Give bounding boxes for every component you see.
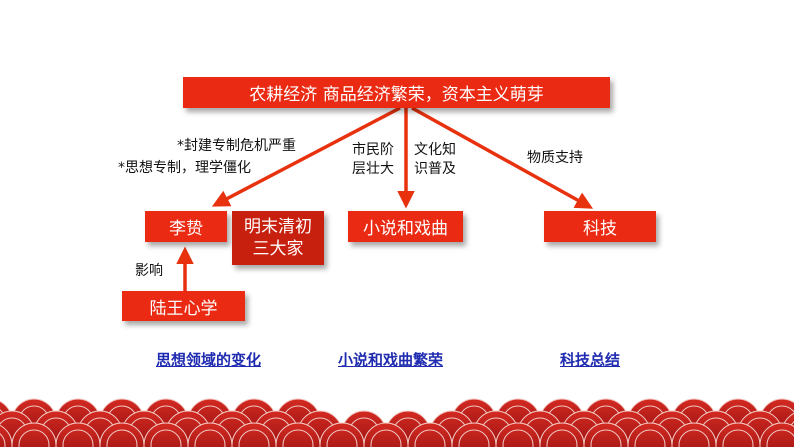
node-lu-wang-label: 陆王心学: [149, 298, 218, 319]
wave-scallop-ring: [590, 429, 622, 447]
label-citizens: 市民阶层壮大: [352, 142, 394, 177]
wave-scallop: [759, 422, 794, 447]
wave-scallop-ring: [18, 429, 50, 447]
wave-scallop-ring: [546, 429, 578, 447]
label-thought-control: *思想专制，理学僵化: [118, 160, 251, 176]
top-box: 农耕经济 商品经济繁荣，资本主义萌芽: [183, 77, 610, 108]
node-ming-qing-label: 明末清初三大家: [244, 217, 312, 259]
wave-scallop-ring: [722, 429, 754, 447]
arrow-to-li-zhi: [211, 106, 401, 207]
wave-scallop-ring: [150, 429, 182, 447]
top-box-label: 农耕经济 商品经济繁荣，资本主义萌芽: [249, 85, 544, 105]
wave-scallop-ring: [0, 433, 6, 447]
node-novel-drama: 小说和戏曲: [348, 211, 463, 242]
node-technology-label: 科技: [583, 219, 617, 239]
wave-scallop-ring: [370, 429, 402, 447]
wave-scallop-ring: [238, 429, 270, 447]
wave-scallop-ring: [634, 429, 666, 447]
wave-scallop-ring: [62, 429, 94, 447]
label-culture: 文化知识普及: [414, 142, 456, 177]
label-influence: 影响: [135, 263, 163, 279]
node-novel-drama-label: 小说和戏曲: [363, 219, 448, 239]
node-technology: 科技: [544, 211, 656, 242]
wave-scallop-ring: [194, 429, 226, 447]
wave-scallop-ring: [106, 429, 138, 447]
wave-scallop-ring: [502, 429, 534, 447]
wave-scallop-ring: [414, 429, 446, 447]
wave-scallop-ring: [766, 429, 794, 447]
link-novel-prosper[interactable]: 小说和戏曲繁荣: [338, 351, 444, 369]
wave-scallop-ring: [326, 429, 358, 447]
arrow-to-technology: [411, 106, 594, 209]
wave-scallop-ring: [282, 429, 314, 447]
wave-scallop-ring: [678, 429, 710, 447]
node-li-zhi: 李贽: [145, 211, 227, 242]
node-li-zhi-label: 李贽: [169, 219, 203, 239]
link-thought-change[interactable]: 思想领域的变化: [156, 351, 262, 369]
node-ming-qing-three-masters: 明末清初三大家: [232, 211, 324, 265]
label-material: 物质支持: [527, 150, 583, 166]
link-tech-summary[interactable]: 科技总结: [560, 351, 621, 369]
node-lu-wang-school: 陆王心学: [122, 291, 245, 321]
label-feudal-crisis: *封建专制危机严重: [177, 138, 296, 154]
wave-pattern-decoration: [0, 398, 794, 447]
wave-scallop-ring: [458, 429, 490, 447]
